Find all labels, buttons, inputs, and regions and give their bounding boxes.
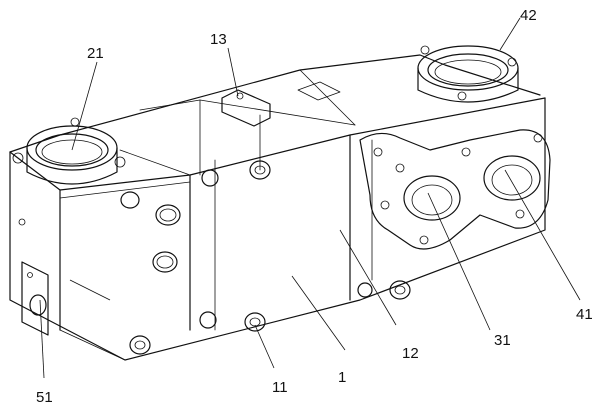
double-port-flange: [359, 129, 551, 250]
callout-42: 42: [520, 7, 537, 24]
leader-lines: [39, 17, 581, 379]
callout-1: 1: [338, 369, 347, 386]
left-flange: [12, 117, 126, 185]
callout-11: 11: [272, 379, 288, 396]
right-flange: [417, 45, 519, 103]
side-bracket: [21, 261, 49, 336]
callout-41: 41: [576, 306, 593, 323]
callout-13: 13: [210, 31, 227, 48]
top-pad: [221, 81, 341, 127]
callout-21: 21: [87, 45, 104, 62]
callout-31: 31: [494, 332, 511, 349]
bosses-and-holes: [18, 160, 411, 355]
callout-51: 51: [36, 389, 53, 406]
manifold-body: [9, 54, 546, 361]
callout-12: 12: [402, 345, 419, 362]
